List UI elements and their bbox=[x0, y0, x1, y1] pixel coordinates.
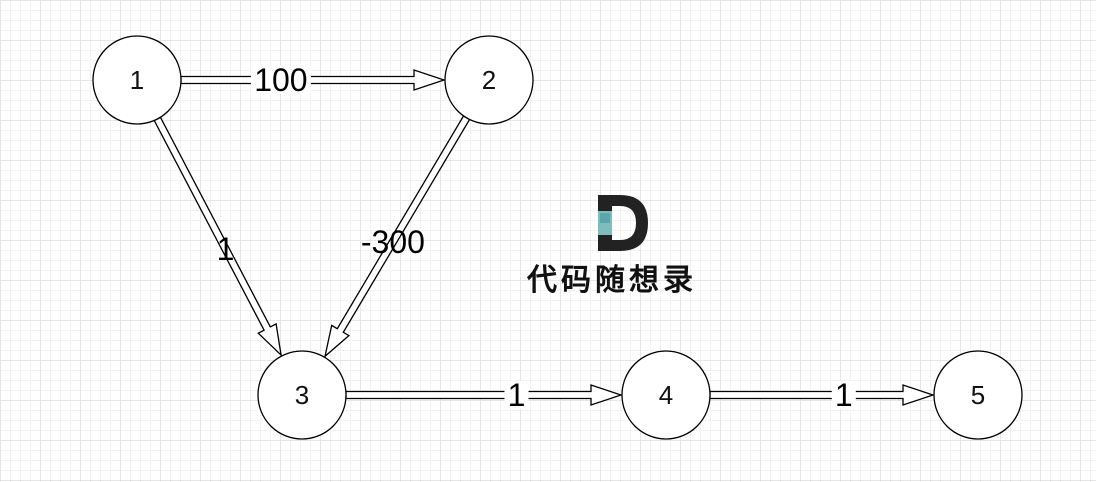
edge-weight-1-2: 100 bbox=[254, 62, 307, 98]
edge-label-bg bbox=[504, 381, 529, 409]
node-3: 3 bbox=[257, 350, 347, 440]
node-5: 5 bbox=[933, 350, 1023, 440]
watermark-logo: 代码随想录 bbox=[526, 195, 697, 298]
node-label: 2 bbox=[482, 65, 496, 95]
node-4: 4 bbox=[621, 350, 711, 440]
node-label: 4 bbox=[659, 380, 673, 410]
edge-arrow-1-3 bbox=[153, 116, 283, 357]
edge-arrow-2-3 bbox=[323, 115, 471, 359]
edge-2-3: -300 bbox=[323, 115, 471, 359]
edge-1-2: 100 bbox=[180, 62, 447, 98]
node-circle bbox=[933, 350, 1023, 440]
node-circle bbox=[92, 35, 182, 125]
node-label: 1 bbox=[130, 65, 144, 95]
nodes-layer: 1 2 3 4 5 bbox=[92, 35, 1023, 440]
node-label: 3 bbox=[295, 380, 309, 410]
edge-weight-3-4: 1 bbox=[508, 377, 526, 413]
node-2: 2 bbox=[444, 35, 534, 125]
watermark-text: 代码随想录 bbox=[526, 263, 697, 298]
edge-4-5: 1 bbox=[709, 377, 936, 413]
node-label: 5 bbox=[971, 380, 985, 410]
edge-arrow-4-5 bbox=[709, 384, 936, 406]
edge-arrow-3-4 bbox=[345, 384, 624, 406]
edge-1-3: 1 bbox=[153, 116, 283, 357]
edge-label-bg bbox=[831, 381, 856, 409]
edge-label-bg bbox=[250, 66, 311, 94]
edge-weight-2-3: -300 bbox=[361, 224, 425, 260]
node-circle bbox=[444, 35, 534, 125]
edge-weight-1-3: 1 bbox=[217, 231, 235, 267]
node-1: 1 bbox=[92, 35, 182, 125]
edge-3-4: 1 bbox=[345, 377, 624, 413]
edge-arrow-1-2 bbox=[180, 69, 447, 91]
logo-d-icon bbox=[598, 195, 648, 251]
node-circle bbox=[257, 350, 347, 440]
node-circle bbox=[621, 350, 711, 440]
edges-layer: 100 1 -300 1 1 bbox=[153, 62, 936, 413]
edge-weight-4-5: 1 bbox=[835, 377, 853, 413]
